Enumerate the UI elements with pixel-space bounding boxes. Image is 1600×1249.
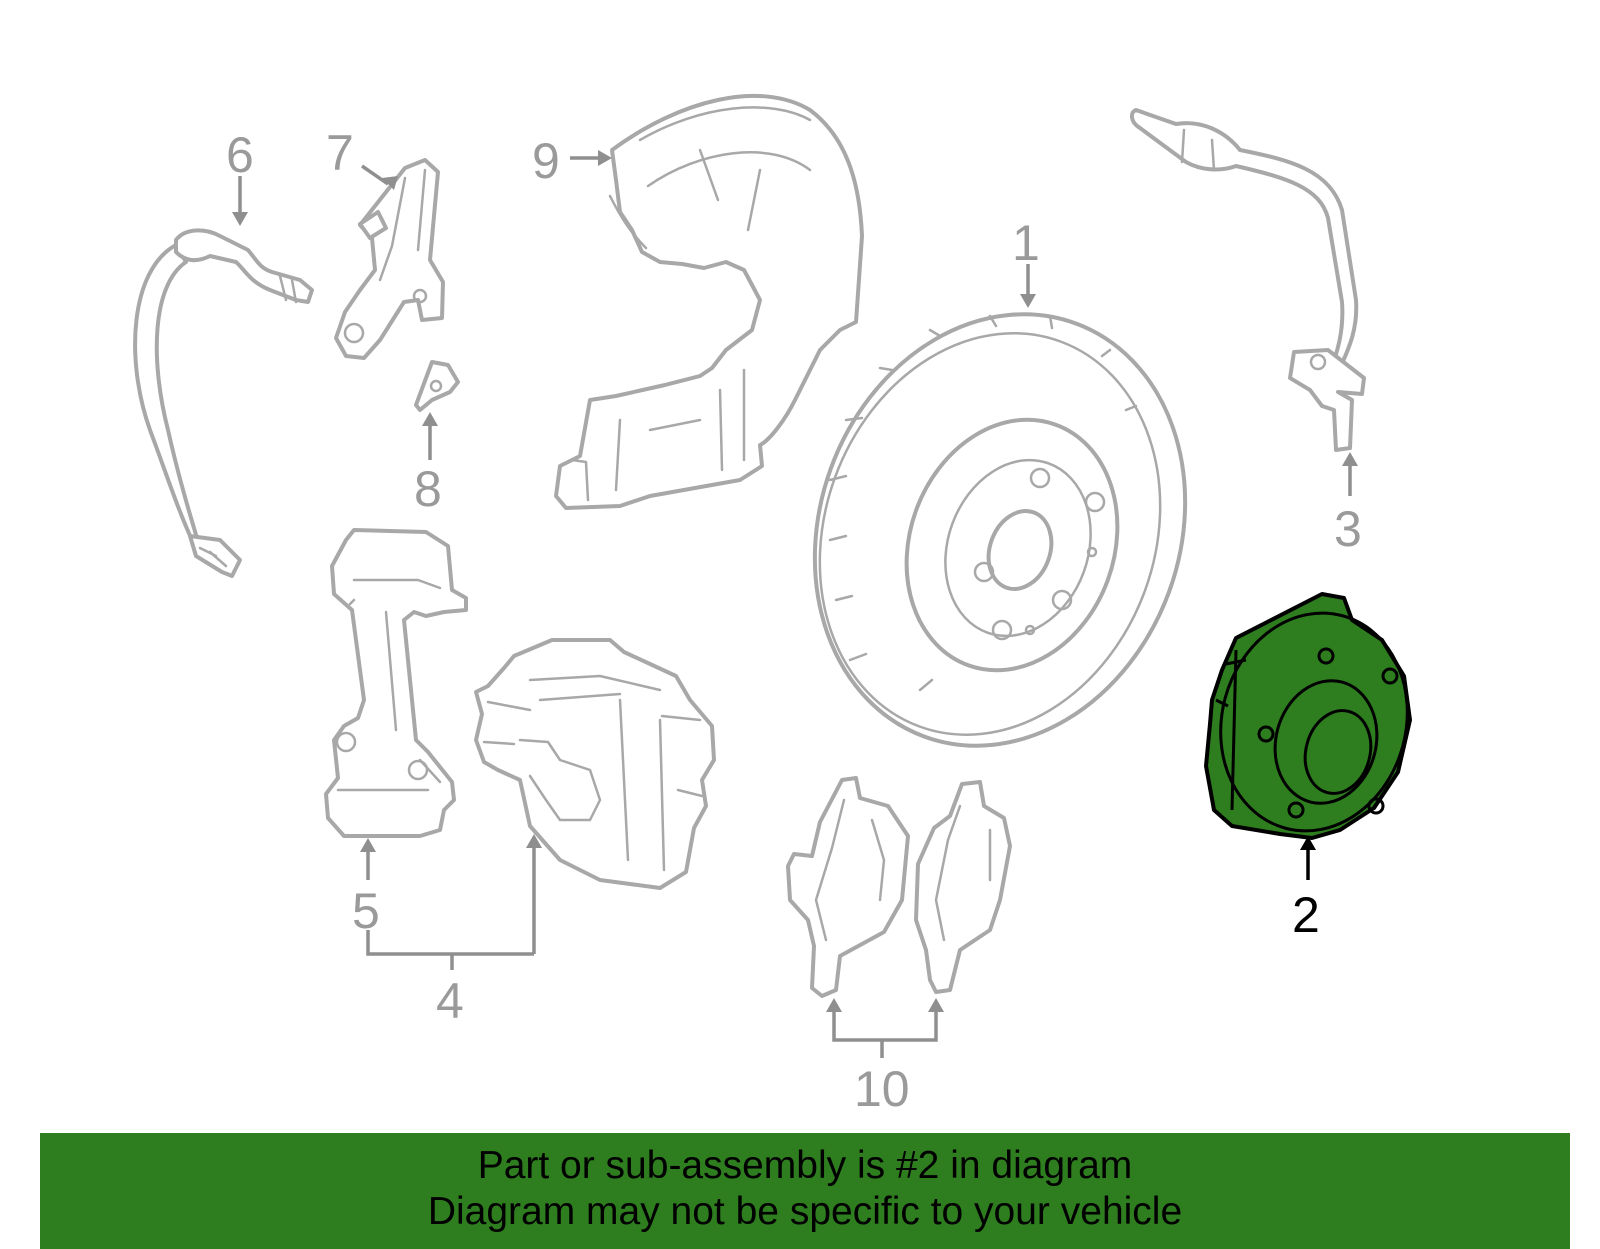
callout-1: 1 (1012, 215, 1040, 271)
callout-10: 10 (854, 1061, 910, 1117)
callout-8: 8 (414, 461, 442, 517)
part-9-splash-shield[interactable] (554, 93, 864, 510)
part-6-brake-hose[interactable] (133, 228, 314, 578)
part-7-bracket[interactable] (334, 158, 445, 360)
part-1-brake-disc[interactable] (756, 262, 1245, 799)
part-10-brake-pads[interactable] (786, 776, 1012, 998)
part-2-hub-assembly[interactable] (1197, 592, 1432, 852)
part-3-abs-sensor[interactable] (1129, 108, 1366, 452)
callout-5: 5 (352, 883, 380, 939)
leader-lines (232, 150, 1358, 1058)
callout-3: 3 (1334, 501, 1362, 557)
callout-numbers: 1 2 3 4 5 6 7 8 9 10 (226, 125, 1362, 1117)
callout-7: 7 (326, 125, 354, 181)
callout-2: 2 (1292, 887, 1320, 943)
part-5-caliper-bracket[interactable] (324, 528, 468, 838)
banner-line-1: Part or sub-assembly is #2 in diagram (477, 1144, 1133, 1187)
callout-6: 6 (226, 127, 254, 183)
info-banner: Part or sub-assembly is #2 in diagram Di… (40, 1133, 1570, 1249)
callout-4: 4 (436, 973, 464, 1029)
banner-line-2: Diagram may not be specific to your vehi… (427, 1190, 1183, 1233)
part-4-caliper[interactable] (474, 638, 716, 890)
part-8-clip[interactable] (414, 360, 460, 412)
callout-9: 9 (532, 133, 560, 189)
